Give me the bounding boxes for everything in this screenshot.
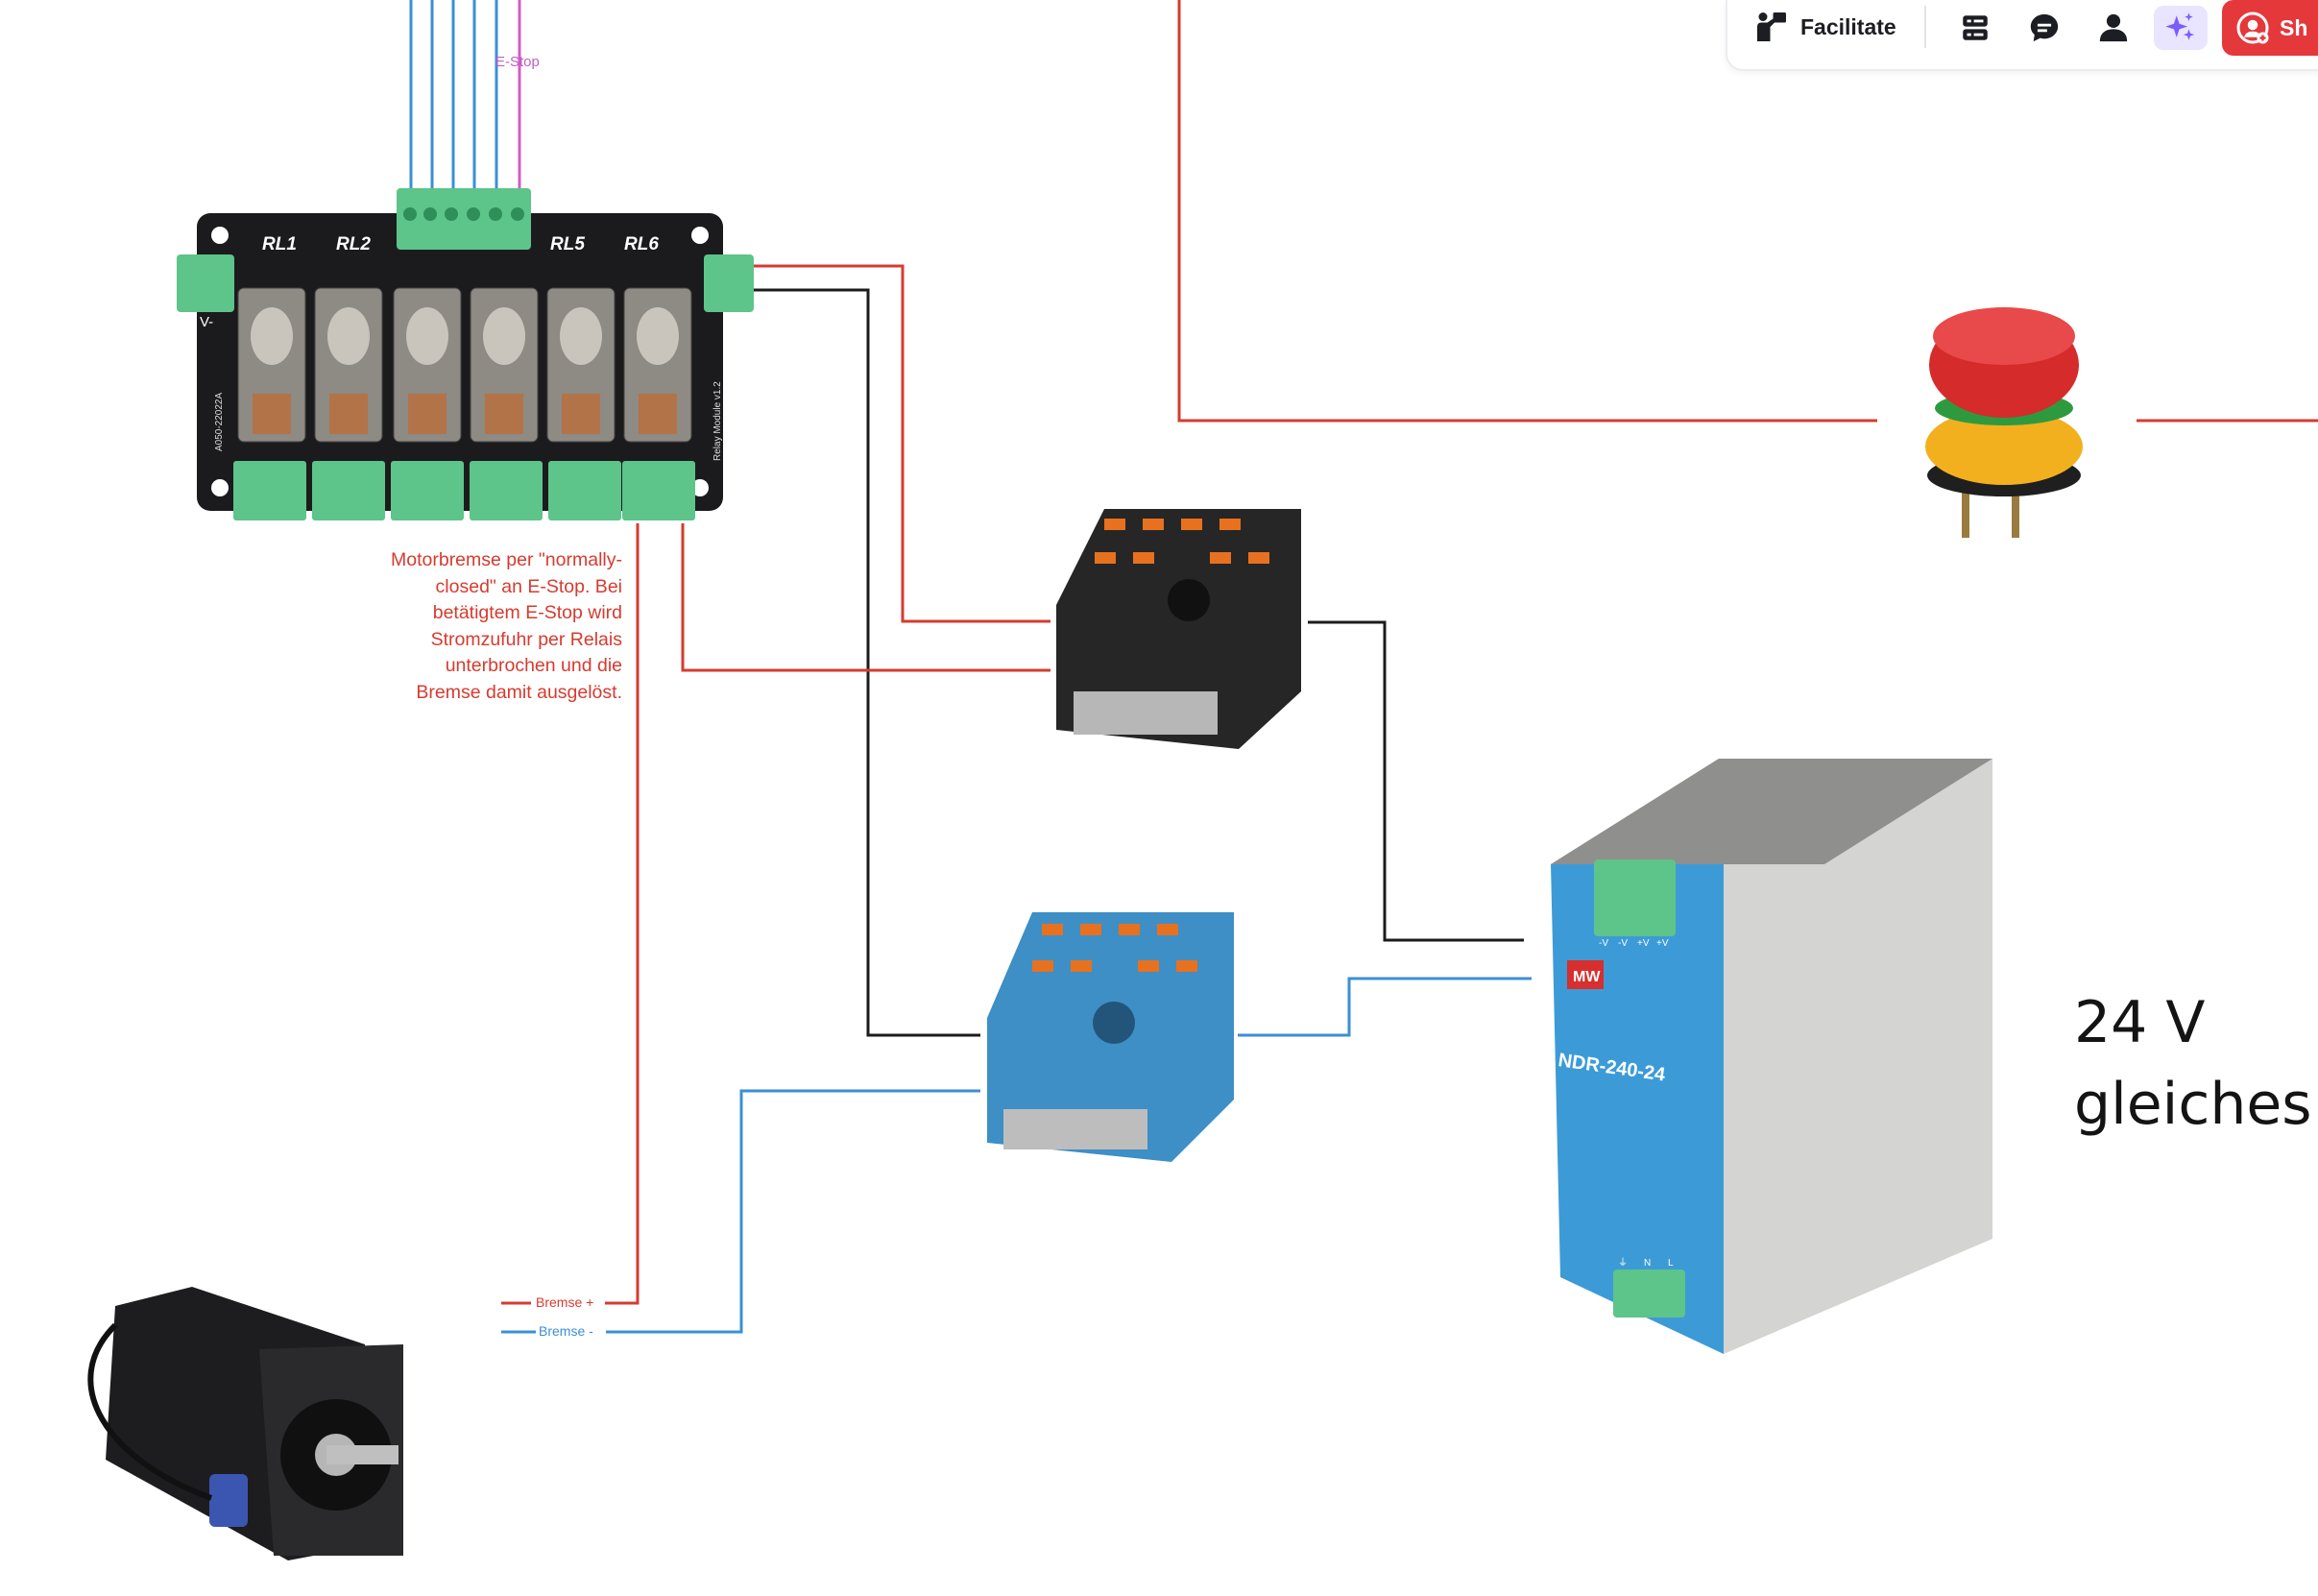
psu-terminal-label-2: -V	[1618, 938, 1628, 949]
comments-button[interactable]	[2017, 6, 2071, 50]
psu-bottom-label-2: N	[1644, 1258, 1651, 1269]
facilitate-label: Facilitate	[1800, 13, 1896, 39]
wire-black-relay-to-blue-block[interactable]	[752, 288, 980, 1037]
relay-label-rl2: RL2	[336, 234, 371, 254]
share-user-icon	[2236, 12, 2269, 44]
relay-left-terminal[interactable]	[177, 254, 234, 312]
psu-bottom-terminal[interactable]	[1613, 1270, 1685, 1318]
facilitate-button[interactable]: Facilitate	[1754, 8, 1896, 46]
toolbar-divider	[1924, 6, 1926, 48]
psu-top-terminal[interactable]	[1594, 859, 1676, 936]
psu-terminal-label-1: -V	[1599, 938, 1608, 949]
relay-top-terminal[interactable]	[397, 188, 531, 250]
brake-minus-label[interactable]: Bremse -	[539, 1323, 593, 1339]
brake-note[interactable]: Motorbremse per "normally-closed" an E-S…	[391, 549, 622, 703]
psu-terminal-label-3: +V	[1637, 938, 1650, 949]
note-text[interactable]: gleiches	[2074, 1071, 2312, 1138]
wire-blue-block-to-psu[interactable]	[1238, 977, 1532, 1037]
stepper-motor[interactable]	[87, 1287, 403, 1560]
psu-bottom-label-1: ⏚	[1618, 1257, 1628, 1269]
wire-blue-to-brake-minus[interactable]	[606, 1089, 980, 1334]
relay-label-rl1: RL1	[262, 234, 297, 254]
wire-red-relay-to-black-block[interactable]	[752, 264, 1050, 623]
ai-sparkle-icon	[2165, 12, 2195, 40]
relay-label-rl6: RL6	[624, 234, 659, 254]
relay-module[interactable]: RL1 RL2 RL5 RL6 V- A050-22022A Relay Mod…	[177, 188, 754, 520]
psu-bottom-label-3: L	[1668, 1258, 1674, 1269]
relay-board-id: A050-22022A	[214, 393, 225, 451]
psu-brand: MW	[1573, 969, 1601, 985]
ai-assistant-button[interactable]	[2154, 6, 2208, 50]
relay-bottom-terminals[interactable]	[233, 461, 695, 520]
comments-icon	[2030, 13, 2059, 42]
wire-red-relay-bottom-to-block[interactable]	[681, 523, 1050, 672]
psu-terminal-label-4: +V	[1656, 938, 1669, 949]
wire-black-block-to-psu[interactable]	[1308, 620, 1524, 942]
share-button[interactable]: Sh	[2222, 0, 2318, 56]
power-supply[interactable]: MW NDR-240-24 -V -V +V +V ⏚ N L	[1551, 759, 1992, 1354]
distribution-block-blue[interactable]	[987, 912, 1234, 1162]
relay-board-name: Relay Module v1.2	[712, 381, 723, 461]
board-toolbar: Facilitate	[1726, 0, 2318, 71]
estop-button[interactable]	[1925, 307, 2083, 538]
relay-right-terminal[interactable]	[704, 254, 754, 312]
facilitate-icon	[1757, 12, 1786, 41]
relay-blocks	[237, 287, 692, 443]
share-label: Sh	[2280, 14, 2308, 40]
distribution-block-black[interactable]	[1056, 509, 1301, 749]
relay-label-rl5: RL5	[550, 234, 585, 254]
profile-button[interactable]	[2087, 6, 2140, 50]
wire-red-to-estop[interactable]	[1177, 0, 1877, 423]
brake-plus-label[interactable]: Bremse +	[536, 1294, 594, 1310]
boards-button[interactable]	[1948, 6, 2002, 50]
voltage-text[interactable]: 24 V	[2074, 989, 2206, 1056]
estop-wire-label: E-Stop	[495, 54, 540, 70]
wire-red-to-brake-plus[interactable]	[605, 523, 640, 1305]
relay-side-label: V-	[200, 314, 213, 330]
wires	[409, 0, 2318, 1334]
boards-icon	[1963, 15, 1988, 40]
profile-icon	[2099, 13, 2128, 42]
